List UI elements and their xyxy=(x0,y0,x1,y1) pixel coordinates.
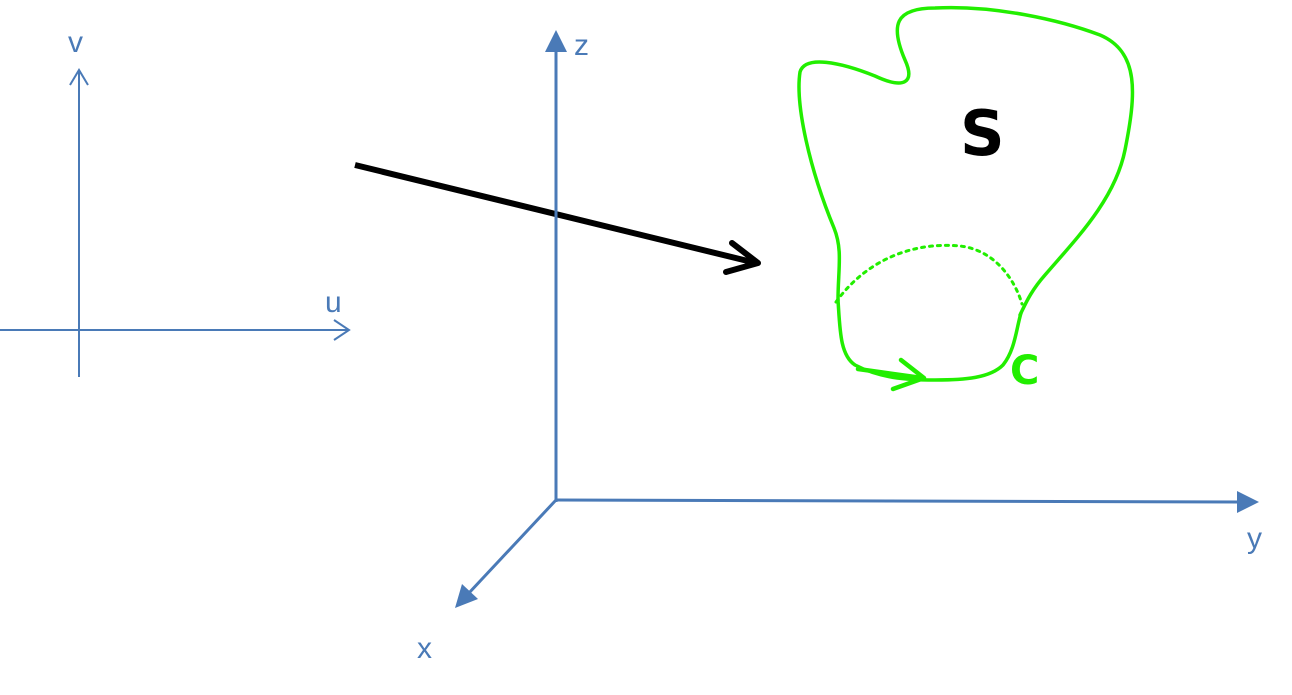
parameter-domain-axes: u v xyxy=(0,26,351,377)
v-axis-label: v xyxy=(68,26,83,59)
x-axis-arrowhead-icon xyxy=(455,584,478,608)
v-axis-arrowhead-icon xyxy=(69,68,89,86)
y-axis xyxy=(555,498,1241,504)
surface-outline xyxy=(797,5,1135,317)
surface-label: S xyxy=(960,97,1005,170)
y-axis-label: y xyxy=(1247,522,1262,555)
u-axis-label: u xyxy=(325,286,342,319)
boundary-curve-label: C xyxy=(1010,348,1039,394)
mapping-arrowhead-icon xyxy=(723,240,761,275)
z-axis-arrowhead-icon xyxy=(545,30,567,52)
x-axis xyxy=(466,498,558,596)
boundary-curve-hidden xyxy=(834,243,1024,306)
boundary-curve-front xyxy=(836,298,1023,382)
u-axis-arrowhead-icon xyxy=(333,319,351,341)
orientation-arrow-shaft xyxy=(855,366,925,381)
x-axis-label: x xyxy=(417,632,432,665)
surface: S C xyxy=(797,5,1135,394)
z-axis-label: z xyxy=(574,29,589,62)
y-axis-arrowhead-icon xyxy=(1237,491,1259,513)
space-axes: z y x xyxy=(417,29,1262,665)
